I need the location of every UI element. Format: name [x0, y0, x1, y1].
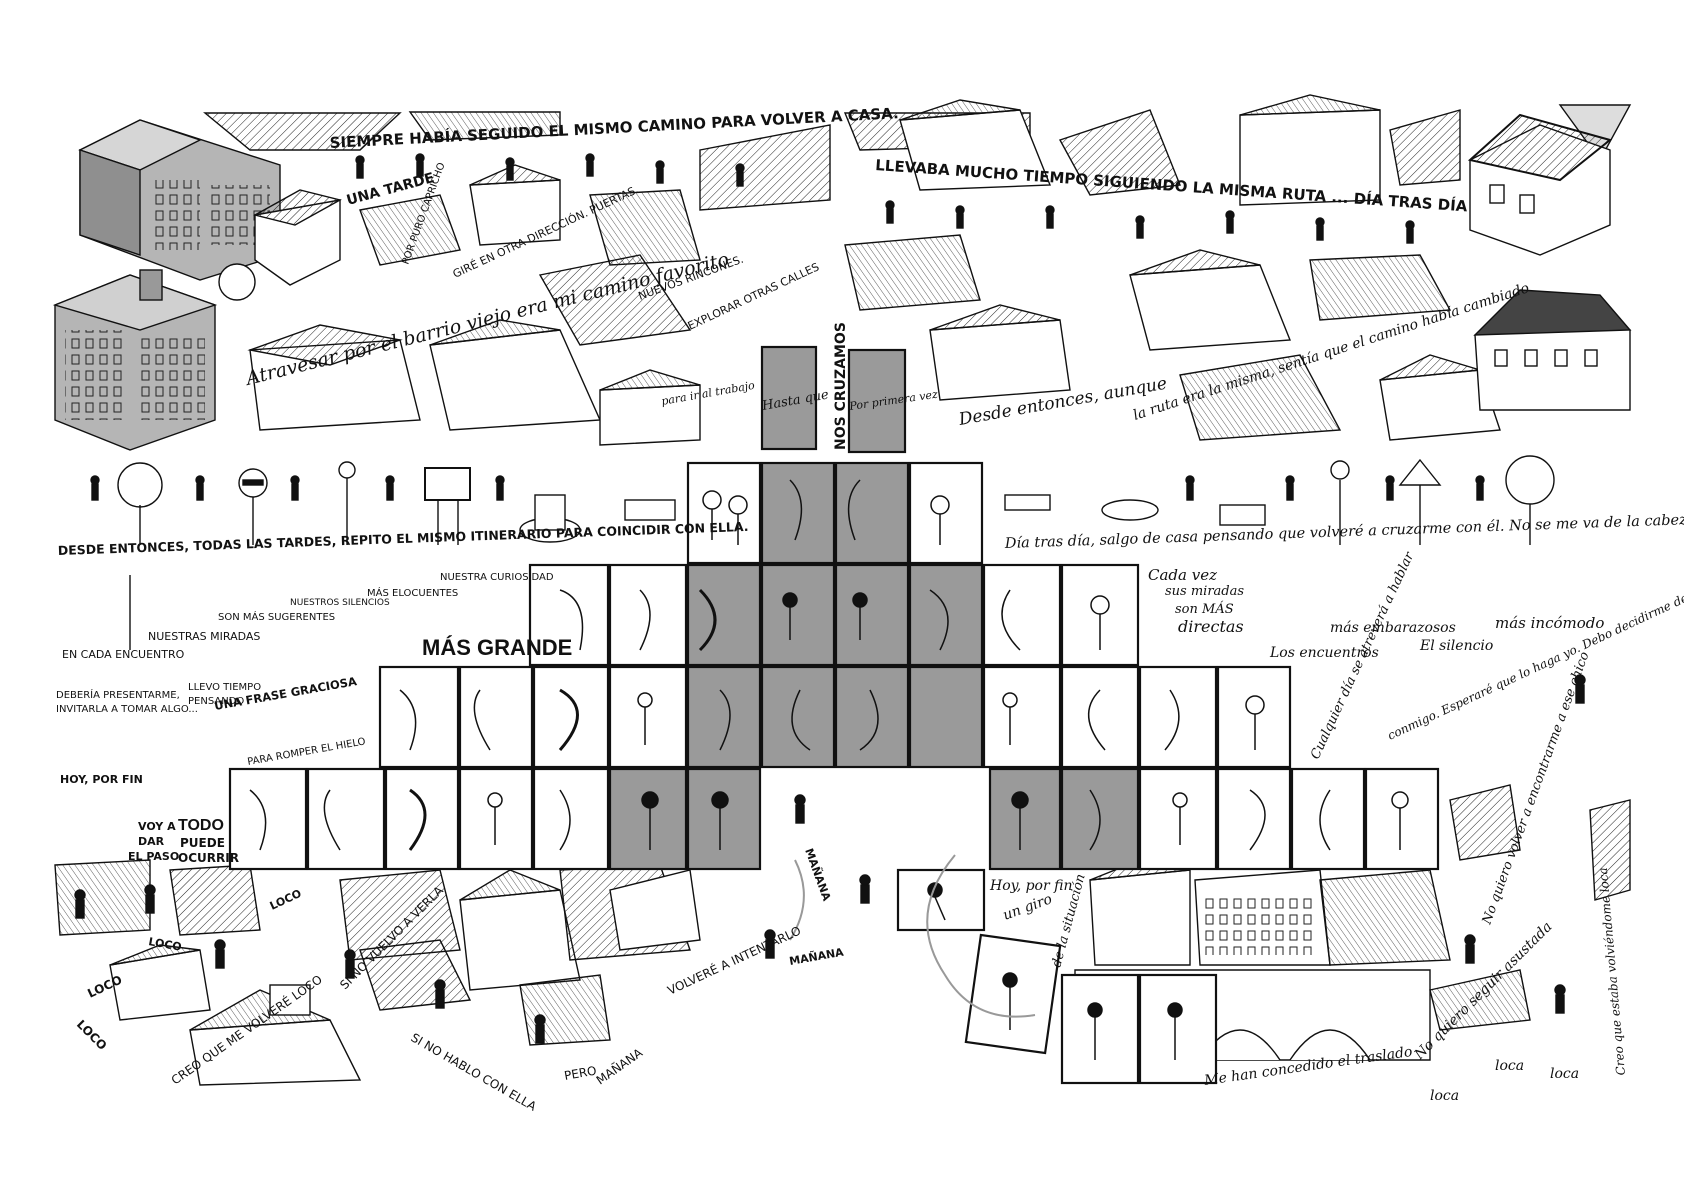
caption-conmigo: conmigo. Esperaré que lo haga yo. Debo d… — [1385, 569, 1684, 743]
caption-hoy-por-fin: HOY, POR FIN — [60, 773, 143, 786]
town-illustration — [52, 94, 1632, 1086]
caption-cada-vez: Cada vez — [1148, 566, 1217, 584]
panel-figures — [249, 479, 1409, 1060]
panel-traslado-1 — [1060, 973, 1140, 1085]
flow-arrows — [789, 854, 1036, 1018]
old-town-right — [843, 94, 1632, 441]
caption-una-frase: UNA FRASE GRACIOSA — [213, 674, 358, 713]
panel-traslado-2 — [1138, 973, 1218, 1085]
caption-deberia: DEBERÍA PRESENTARME, — [56, 688, 180, 701]
caption-para-romper: PARA ROMPER EL HIELO — [247, 736, 367, 768]
old-town-left — [203, 111, 831, 446]
caption-dia-tras-dia: Día tras día, salgo de casa pensando que… — [1004, 512, 1684, 552]
caption-nos-cruzamos: NOS CRUZAMOS — [833, 322, 849, 450]
caption-son-mas: SON MÁS SUGERENTES — [218, 610, 335, 623]
caption-creo-que-estaba: Creo que estaba volviéndome loca — [1596, 867, 1628, 1076]
caption-loco-1: LOCO — [268, 887, 304, 913]
caption-en-cada-encuentro: EN CADA ENCUENTRO — [62, 648, 185, 661]
modern-building-2 — [52, 269, 218, 451]
caption-nuestros-silencios: NUESTROS SILENCIOS — [290, 598, 390, 608]
caption-ocurrir: OCURRIR — [178, 851, 239, 865]
walking-figures — [74, 153, 1586, 1044]
caption-invitarla: INVITARLA A TOMAR ALGO... — [56, 704, 198, 715]
panel-hoy-por-fin — [896, 868, 986, 932]
caption-loca-3: loca — [1430, 1088, 1459, 1104]
arrow-down-left — [789, 859, 805, 941]
caption-manana-2: MAÑANA — [788, 946, 845, 968]
caption-todo: TODO — [178, 817, 224, 834]
caption-voy-a: VOY A — [138, 820, 176, 833]
panel-hasta-que — [760, 345, 818, 451]
caption-mas-elocuentes: MÁS ELOCUENTES — [367, 586, 458, 599]
caption-desde-entonces-tardes: DESDE ENTONCES, TODAS LAS TARDES, REPITO… — [58, 519, 749, 558]
caption-pensando: PENSANDO — [188, 696, 244, 707]
street-furniture — [117, 455, 1555, 650]
caption-nuestras-miradas: NUESTRAS MIRADAS — [148, 630, 260, 643]
comic-panel-grid — [228, 345, 1440, 1085]
caption-mas-grande: MÁS GRANDE — [422, 635, 572, 660]
caption-hoy-por-fin-right: Hoy, por fin — [989, 878, 1072, 894]
caption-el-silencio: El silencio — [1419, 638, 1493, 654]
caption-loca-2: loca — [1550, 1066, 1579, 1082]
caption-dar: DAR — [138, 835, 165, 848]
panel-por-primera-vez — [847, 348, 907, 454]
caption-directas: directas — [1178, 617, 1244, 636]
caption-mas-embarazosos: más embarazosos — [1330, 620, 1456, 636]
arrow-curve-right — [926, 854, 1036, 1018]
panel-un-giro — [964, 933, 1062, 1055]
caption-manana-3: MAÑANA — [593, 1044, 646, 1087]
caption-puede: PUEDE — [180, 836, 225, 850]
caption-sus-miradas: sus miradas — [1165, 584, 1244, 599]
caption-un-giro: un giro — [1001, 891, 1054, 923]
caption-si-no-hablo: SI NO HABLO CON ELLA — [409, 1030, 540, 1114]
house-right — [1473, 289, 1632, 411]
house-top-right — [1467, 113, 1613, 256]
caption-llevo-tiempo: LLEVO TIEMPO — [188, 682, 261, 693]
modern-building-1 — [78, 119, 281, 281]
caption-los-encuentros: Los encuentros — [1269, 645, 1379, 661]
town-bottom-left — [54, 859, 701, 1086]
caption-loca-1: loca — [1495, 1058, 1524, 1074]
roundabout — [218, 263, 256, 301]
caption-loco-4: LOCO — [74, 1017, 110, 1053]
caption-el-paso: EL PASO — [128, 850, 179, 863]
caption-manana-1: MAÑANA — [802, 847, 833, 903]
caption-nuestra-curiosidad: NUESTRA CURIOSIDAD — [440, 572, 554, 583]
caption-loco-2: LOCO — [147, 935, 182, 954]
caption-pero: PERO — [563, 1064, 598, 1083]
panel-row-3 — [378, 665, 1292, 769]
caption-mas-incomodo: más incómodo — [1495, 614, 1604, 632]
panel-row-4 — [228, 767, 1440, 871]
panel-row-2 — [528, 563, 1140, 667]
caption-son-mas-directas: son MÁS — [1175, 601, 1234, 617]
